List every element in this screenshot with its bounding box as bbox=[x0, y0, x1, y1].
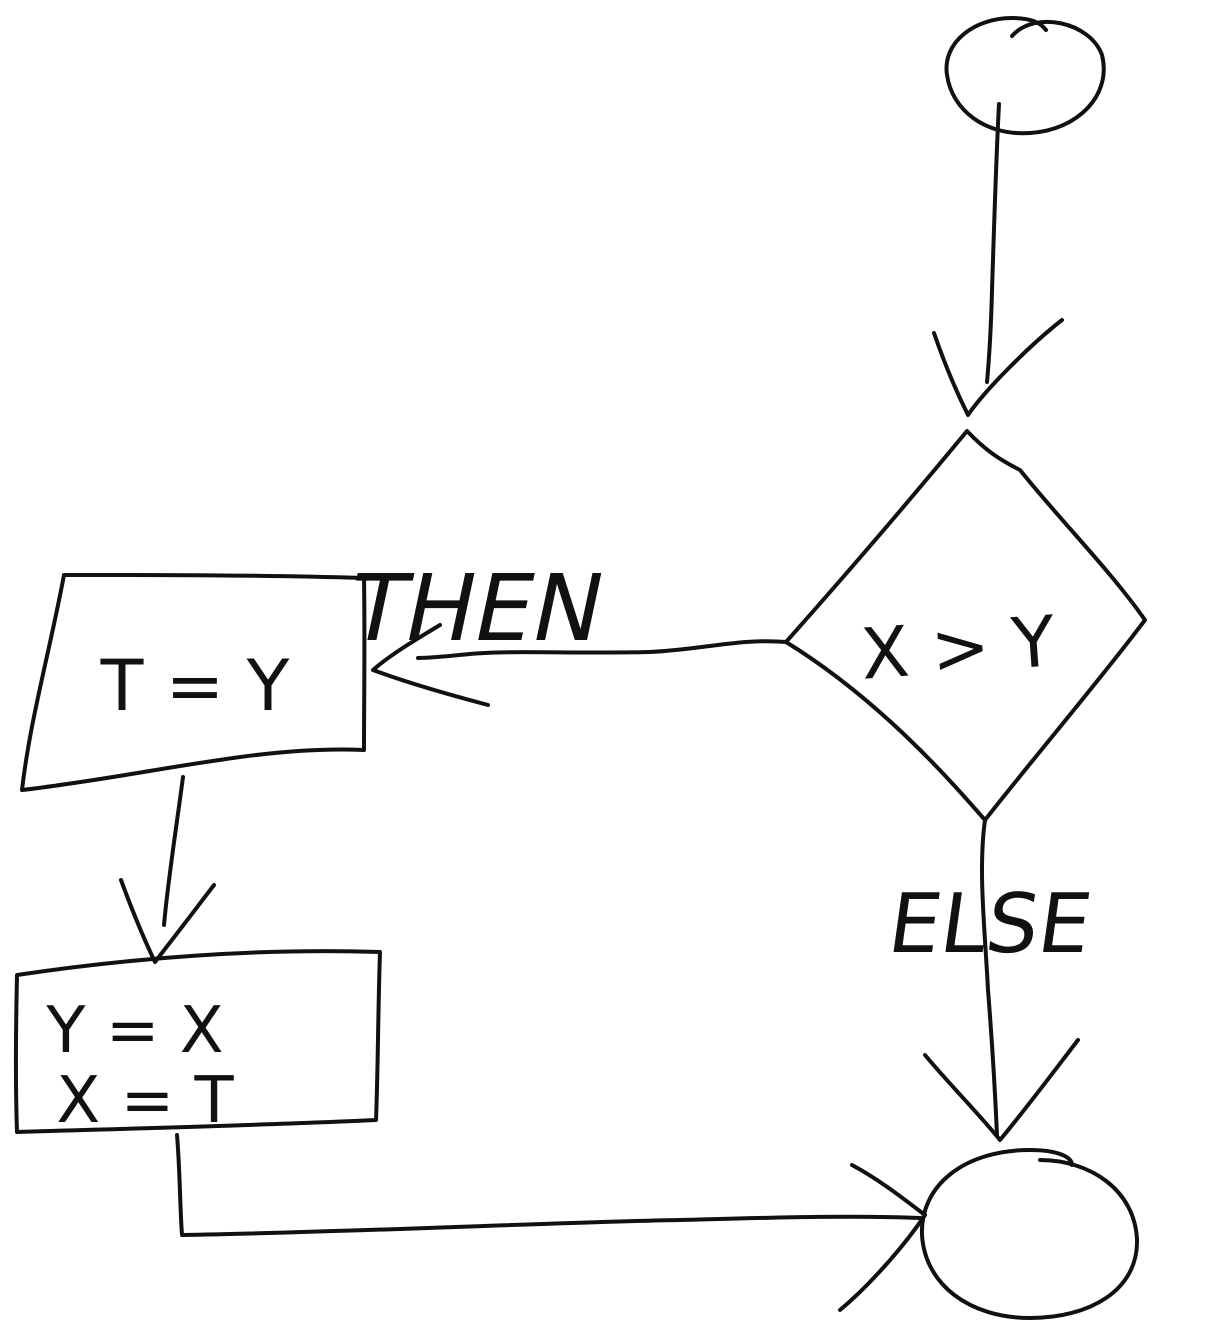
swap-box-line1: Y = X bbox=[45, 994, 223, 1068]
then-connector-line bbox=[416, 639, 788, 660]
start-connector-line bbox=[985, 102, 1001, 384]
then-box-node: T = Y bbox=[20, 573, 367, 792]
start-circle bbox=[944, 16, 1106, 136]
then-label: THEN bbox=[338, 555, 614, 662]
condition-text: X > Y bbox=[858, 600, 1057, 695]
end-circle bbox=[919, 1148, 1140, 1320]
then-edge: THEN bbox=[338, 555, 788, 707]
then-box-rect bbox=[20, 573, 367, 792]
swap-box-line2: X = T bbox=[56, 1064, 234, 1138]
arrow-start-to-condition bbox=[932, 102, 1064, 417]
else-connector-line bbox=[980, 818, 999, 1137]
then-box-connector-line bbox=[162, 775, 185, 927]
else-label: ELSE bbox=[883, 877, 1098, 972]
then-arrowhead bbox=[371, 623, 490, 707]
condition-node: X > Y bbox=[784, 429, 1147, 822]
swap-arrowhead bbox=[838, 1163, 927, 1312]
start-arrowhead bbox=[932, 318, 1064, 417]
arrow-then-to-swap bbox=[119, 775, 216, 964]
then-box-arrowhead bbox=[119, 878, 216, 964]
else-edge: ELSE bbox=[883, 818, 1098, 1142]
else-arrowhead bbox=[923, 1038, 1080, 1142]
swap-box-node: Y = X X = T bbox=[13, 949, 382, 1138]
swap-connector-line bbox=[175, 1133, 922, 1237]
end-node bbox=[919, 1148, 1140, 1320]
swap-to-end-edge bbox=[175, 1133, 927, 1312]
condition-diamond bbox=[784, 429, 1147, 822]
swap-box-rect bbox=[13, 949, 382, 1134]
then-box-text: T = Y bbox=[100, 645, 290, 727]
start-node bbox=[944, 16, 1106, 136]
